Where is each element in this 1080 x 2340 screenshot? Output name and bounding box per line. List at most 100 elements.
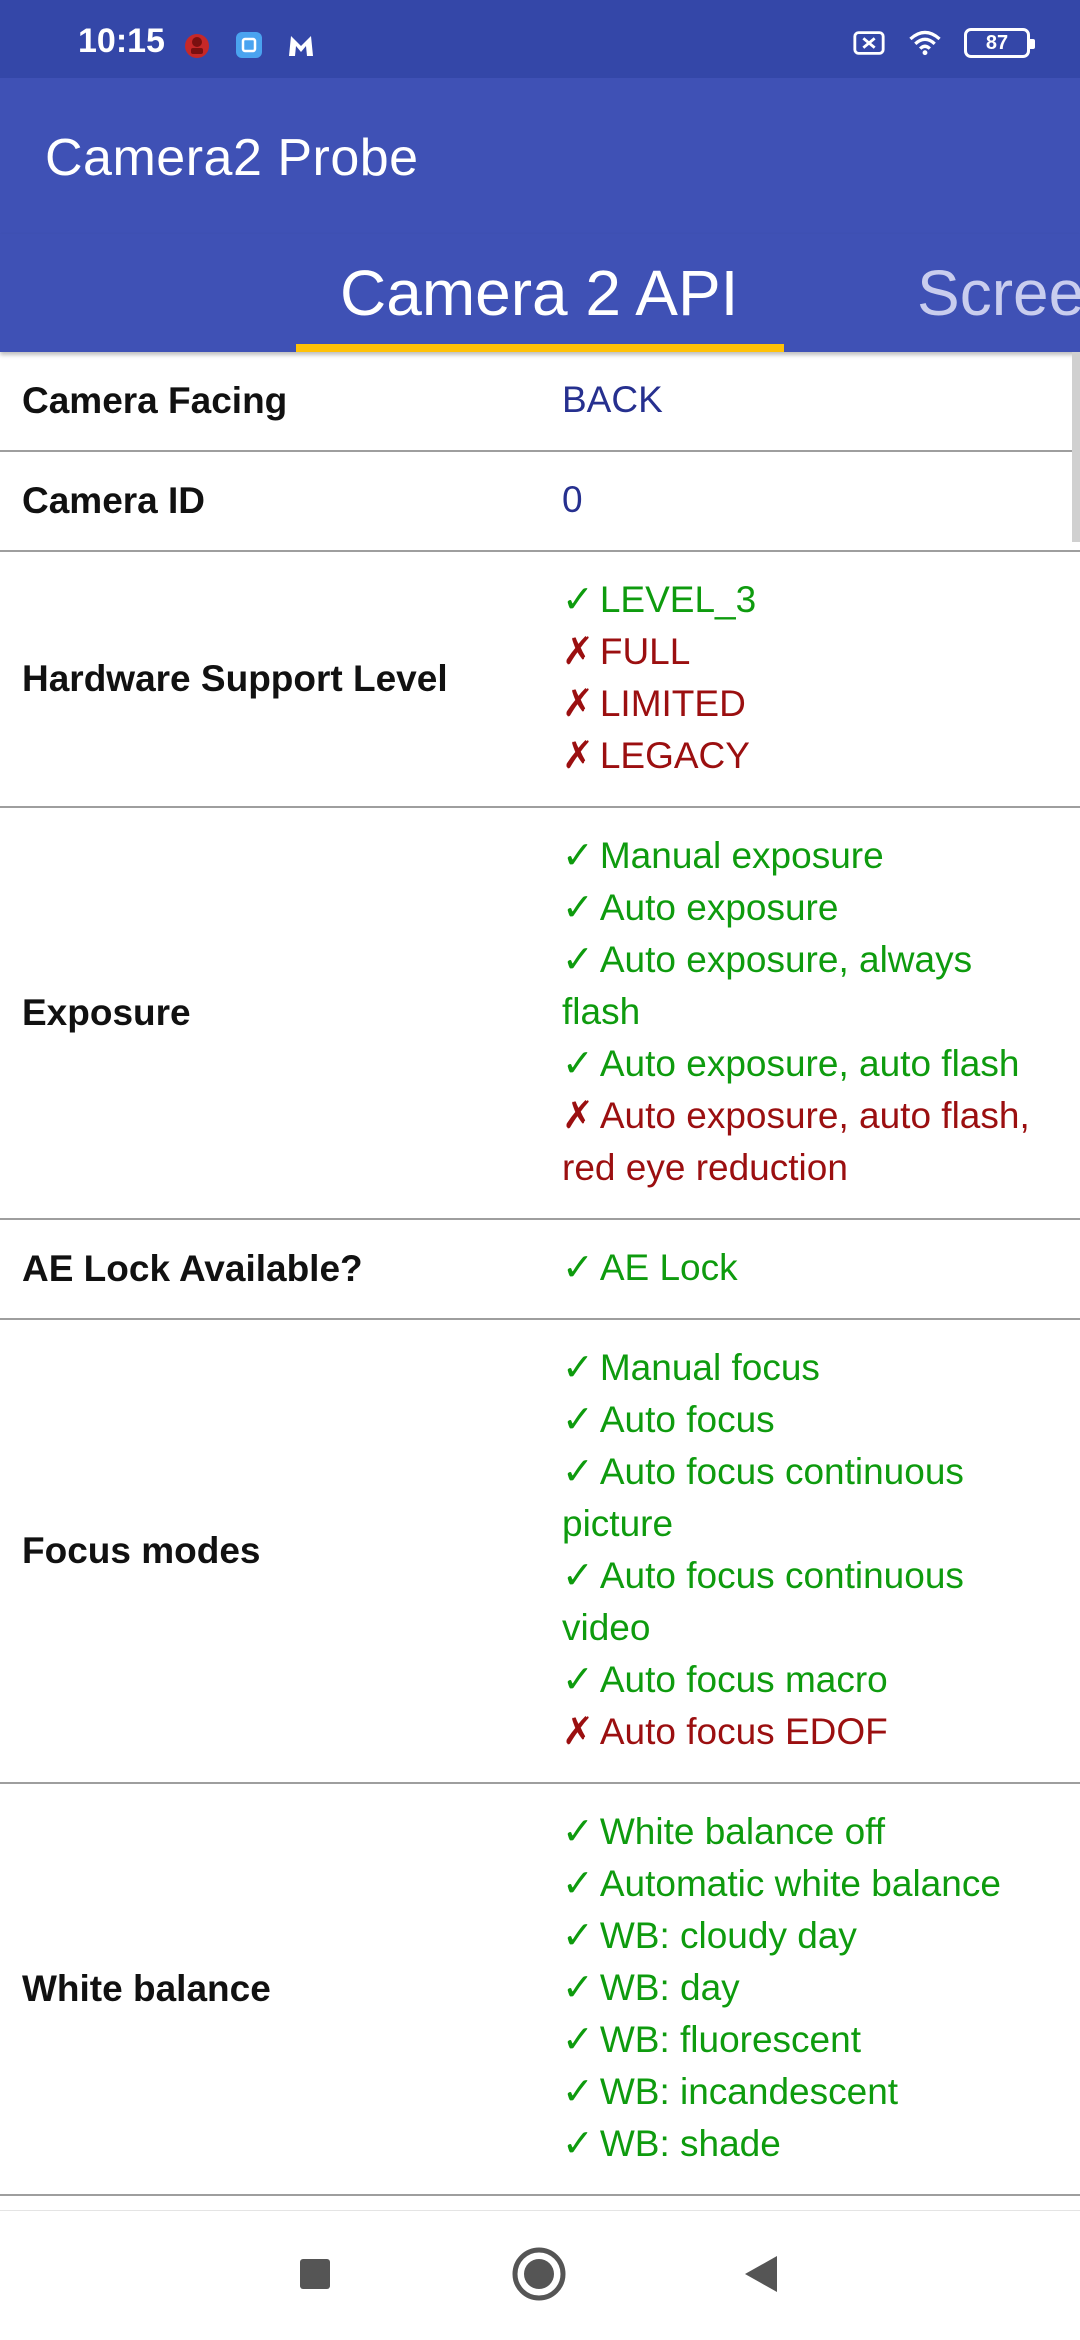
property-value: ✓Auto focus continuous picture — [562, 1446, 1060, 1550]
property-row: Hardware Support Level✓LEVEL_3✗FULL✗LIMI… — [0, 552, 1080, 808]
check-icon: ✓ — [562, 2071, 594, 2113]
check-icon: ✓ — [562, 2123, 594, 2165]
back-button[interactable] — [728, 2243, 794, 2309]
property-value-text: Manual focus — [599, 1347, 820, 1388]
property-values: ✓White balance off✓Automatic white balan… — [540, 1784, 1080, 2194]
property-row: Exposure✓Manual exposure✓Auto exposure✓A… — [0, 808, 1080, 1220]
property-value: ✗LEGACY — [562, 730, 1060, 782]
property-value: ✓WB: cloudy day — [562, 1910, 1060, 1962]
check-icon: ✓ — [562, 1399, 594, 1441]
property-value: ✓Auto exposure, auto flash — [562, 1038, 1060, 1090]
property-value-text: Auto focus continuous picture — [562, 1451, 964, 1544]
property-value-text: Auto focus continuous video — [562, 1555, 964, 1648]
property-value-text: WB: incandescent — [599, 2071, 899, 2112]
bug-app-icon — [180, 28, 214, 62]
property-row: Focus modes✓Manual focus✓Auto focus✓Auto… — [0, 1320, 1080, 1784]
property-value: ✓WB: day — [562, 1962, 1060, 2014]
property-value: ✓WB: shade — [562, 2118, 1060, 2170]
check-icon: ✓ — [562, 1659, 594, 1701]
property-value: ✓AE Lock — [562, 1242, 1060, 1294]
property-values: 0 — [540, 452, 1080, 550]
property-value: ✓Manual focus — [562, 1342, 1060, 1394]
property-value: ✗Auto exposure, auto flash, red eye redu… — [562, 1090, 1060, 1194]
wifi-icon — [908, 26, 942, 60]
no-sim-icon — [852, 26, 886, 60]
property-value: ✓WB: fluorescent — [562, 2014, 1060, 2066]
property-values: ✓LEVEL_3✗FULL✗LIMITED✗LEGACY — [540, 552, 1080, 806]
triangle-back-icon — [741, 2254, 781, 2299]
property-label: Camera ID — [22, 480, 206, 521]
status-bar: 10:15 87 — [0, 0, 1080, 78]
cross-icon: ✗ — [562, 631, 594, 673]
battery-level: 87 — [985, 31, 1009, 54]
property-label: Camera Facing — [22, 380, 288, 421]
property-value-text: LIMITED — [599, 683, 746, 724]
cross-icon: ✗ — [562, 683, 594, 725]
property-value-text: WB: day — [599, 1967, 740, 2008]
notification-icons — [180, 28, 318, 62]
app-title: Camera2 Probe — [45, 129, 419, 187]
status-time: 10:15 — [78, 22, 165, 60]
check-icon: ✓ — [562, 1811, 594, 1853]
property-value: ✓Automatic white balance — [562, 1858, 1060, 1910]
circle-icon — [511, 2246, 567, 2307]
property-value-text: LEVEL_3 — [599, 579, 757, 620]
navigation-bar — [0, 2210, 1080, 2340]
check-icon: ✓ — [562, 1247, 594, 1289]
check-icon: ✓ — [562, 1347, 594, 1389]
property-value: ✗LIMITED — [562, 678, 1060, 730]
property-value-text: FULL — [599, 631, 691, 672]
property-value: ✓Auto exposure — [562, 882, 1060, 934]
property-values: BACK — [540, 352, 1080, 450]
tab-bar: Camera 2 API Scree — [0, 234, 1080, 352]
check-icon: ✓ — [562, 1967, 594, 2009]
property-value-text: WB: cloudy day — [599, 1915, 857, 1956]
check-icon: ✓ — [562, 1555, 594, 1597]
property-row: Camera ID 0 — [0, 452, 1080, 552]
property-label: Exposure — [22, 992, 191, 1033]
property-row: White balance✓White balance off✓Automati… — [0, 1784, 1080, 2196]
property-label: Focus modes — [22, 1530, 261, 1571]
cross-icon: ✗ — [562, 1711, 594, 1753]
check-icon: ✓ — [562, 939, 594, 981]
battery-icon: 87 — [964, 28, 1035, 58]
property-value-text: 0 — [562, 479, 583, 520]
check-icon: ✓ — [562, 1915, 594, 1957]
property-value: ✓Manual exposure — [562, 830, 1060, 882]
property-value-text: White balance off — [599, 1811, 886, 1852]
home-button[interactable] — [506, 2243, 572, 2309]
tab-camera2-api[interactable]: Camera 2 API — [340, 257, 739, 329]
recents-button[interactable] — [282, 2243, 348, 2309]
check-icon: ✓ — [562, 835, 594, 877]
property-value: ✓White balance off — [562, 1806, 1060, 1858]
property-value-text: Automatic white balance — [599, 1863, 1001, 1904]
check-icon: ✓ — [562, 1451, 594, 1493]
property-values: ✓Manual focus✓Auto focus✓Auto focus cont… — [540, 1320, 1080, 1782]
property-value-text: Auto exposure, auto flash, red eye reduc… — [562, 1095, 1030, 1188]
active-tab-indicator — [296, 344, 784, 352]
property-row: Camera Facing BACK — [0, 352, 1080, 452]
property-value: BACK — [562, 374, 1060, 426]
tab-screen[interactable]: Scree — [917, 257, 1080, 329]
property-row: AE Lock Available?✓AE Lock — [0, 1220, 1080, 1320]
malwarebytes-icon — [284, 28, 318, 62]
property-value: ✗Auto focus EDOF — [562, 1706, 1060, 1758]
check-icon: ✓ — [562, 579, 594, 621]
property-value-text: WB: fluorescent — [599, 2019, 861, 2060]
property-value: ✓LEVEL_3 — [562, 574, 1060, 626]
property-value: ✓Auto focus continuous video — [562, 1550, 1060, 1654]
property-value-text: Manual exposure — [599, 835, 884, 876]
property-value-text: Auto focus — [599, 1399, 775, 1440]
check-icon: ✓ — [562, 1043, 594, 1085]
property-label: Hardware Support Level — [22, 658, 448, 699]
app-bar: Camera2 Probe — [0, 78, 1080, 234]
property-value: ✓WB: incandescent — [562, 2066, 1060, 2118]
property-value: ✗FULL — [562, 626, 1060, 678]
property-value-text: Auto exposure, auto flash — [599, 1043, 1020, 1084]
scrollbar[interactable] — [1072, 352, 1080, 542]
check-icon: ✓ — [562, 1863, 594, 1905]
system-icons: 87 — [852, 26, 1035, 60]
check-icon: ✓ — [562, 2019, 594, 2061]
property-value-text: Auto exposure, always flash — [562, 939, 973, 1032]
